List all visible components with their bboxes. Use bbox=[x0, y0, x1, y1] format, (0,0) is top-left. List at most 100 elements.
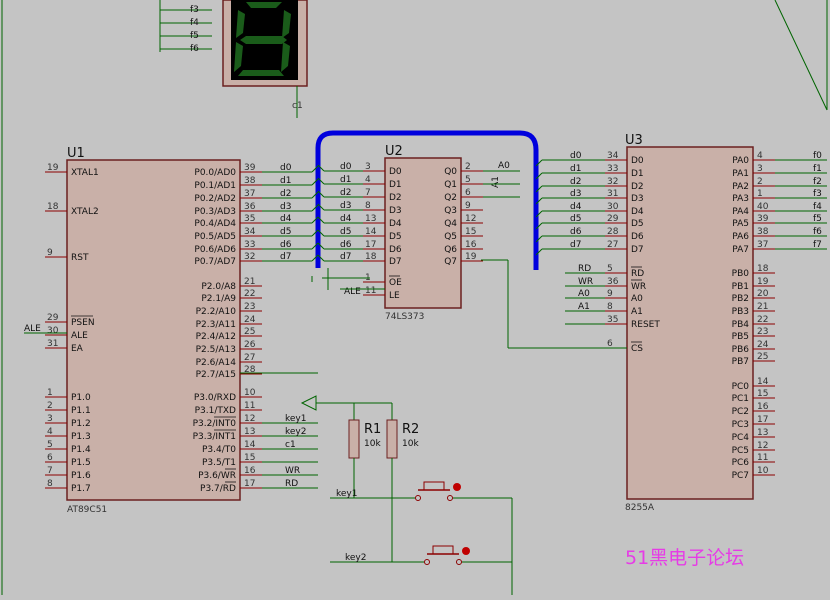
push-button-key2[interactable]: key2 bbox=[330, 498, 513, 595]
resistor-r2[interactable]: R2 10k bbox=[386, 403, 419, 562]
resistor-r1[interactable]: R1 10k bbox=[348, 403, 381, 478]
u2-pin-2[interactable]: 2Q0 bbox=[444, 162, 483, 177]
net-label-u2-d1: d1 bbox=[340, 175, 351, 185]
u2-pin-9[interactable]: 9Q3 bbox=[444, 201, 483, 216]
u2-pin-6[interactable]: 6Q2 bbox=[444, 188, 483, 203]
u2-pin-5[interactable]: 5Q1 bbox=[444, 175, 483, 190]
seven-segment-display[interactable]: c1 bbox=[222, 0, 308, 118]
push-button-key1[interactable]: key1 bbox=[330, 478, 512, 501]
